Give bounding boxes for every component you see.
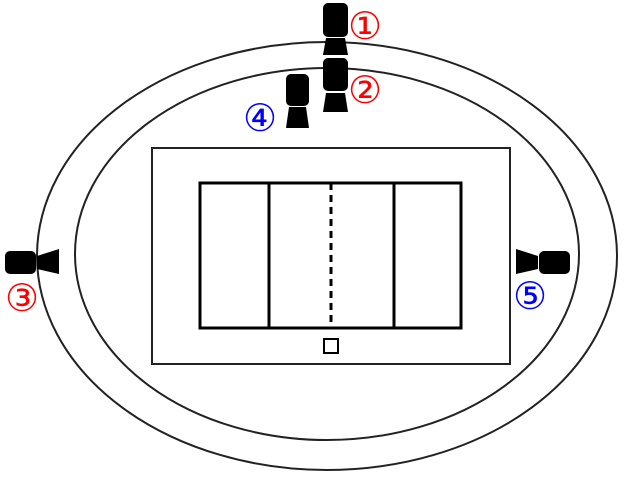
camera-5-icon: [516, 249, 570, 274]
camera-4-icon: [286, 74, 309, 128]
camera-1-icon: [323, 3, 348, 55]
inner-stands-ring: [74, 67, 580, 441]
camera-3-icon: [5, 249, 59, 274]
camera-2-icon: [323, 58, 348, 112]
court-boundary-area: [151, 147, 511, 365]
camera-5-label: ⑤: [513, 274, 547, 318]
camera-3-label: ③: [5, 276, 39, 320]
camera-2-label: ②: [348, 68, 382, 112]
scorer-table: [323, 338, 339, 354]
camera-4-label: ④: [243, 96, 277, 140]
camera-1-label: ①: [348, 4, 382, 48]
